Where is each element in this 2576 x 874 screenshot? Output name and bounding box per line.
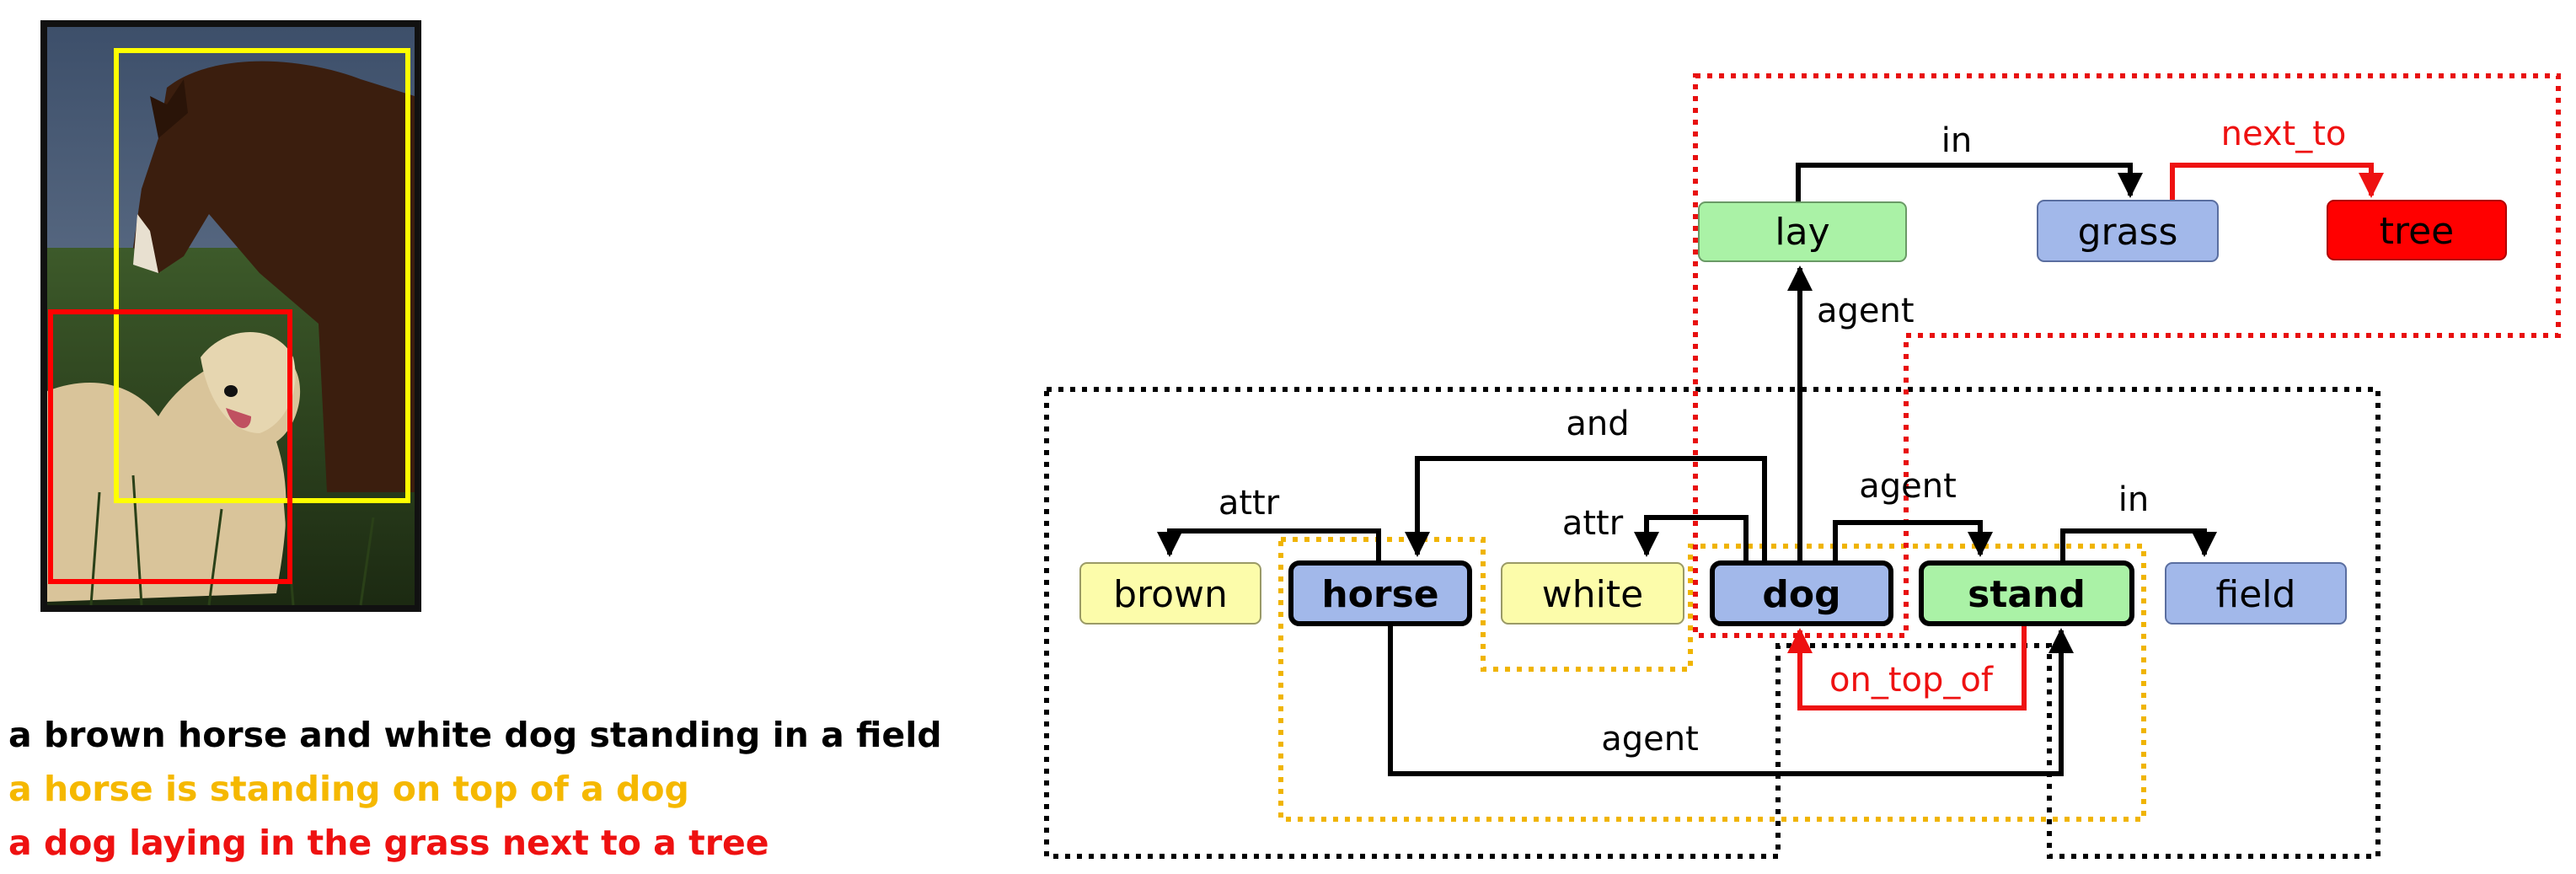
- edge-in-stand-field: [2060, 528, 2217, 566]
- edge-label-on-top-of: on_top_of: [1829, 661, 1994, 700]
- node-white-label: white: [1542, 573, 1643, 616]
- node-lay: lay: [1698, 201, 1907, 262]
- edge-label-agent-stand: agent: [1859, 467, 1957, 506]
- caption-list: a brown horse and white dog standing in …: [8, 708, 942, 870]
- edge-on-top-of-stand-dog: [1787, 624, 2027, 710]
- edge-label-next-to: next_to: [2221, 115, 2347, 153]
- horse-bounding-box: [114, 48, 410, 503]
- edge-label-attr-white: attr: [1562, 504, 1624, 543]
- dog-figure: [47, 332, 301, 602]
- horse-dog-photo: [40, 20, 421, 612]
- node-dog-label: dog: [1762, 573, 1840, 616]
- tall-grass: [89, 475, 375, 606]
- node-tree-label: tree: [2380, 210, 2455, 253]
- node-field: field: [2165, 562, 2347, 625]
- node-stand: stand: [1919, 560, 2134, 626]
- node-horse-label: horse: [1321, 573, 1438, 616]
- edge-agent-dog-stand: [1833, 520, 1993, 566]
- edge-in-lay-grass: [1796, 163, 2143, 202]
- node-tree: tree: [2327, 200, 2507, 260]
- caption-3-group-outline: [1693, 73, 2561, 638]
- edge-attr-dog-white: [1634, 515, 1749, 566]
- node-grass: grass: [2037, 200, 2219, 262]
- node-white: white: [1501, 562, 1684, 625]
- node-field-label: field: [2216, 573, 2296, 616]
- edge-label-and: and: [1566, 405, 1629, 443]
- caption-1: a brown horse and white dog standing in …: [8, 715, 942, 755]
- dog-bounding-box: [48, 309, 292, 584]
- edge-label-agent-bottom: agent: [1601, 720, 1699, 759]
- node-horse: horse: [1288, 560, 1472, 626]
- node-brown: brown: [1079, 562, 1261, 625]
- edge-label-in-top: in: [1941, 121, 1972, 160]
- node-grass-label: grass: [2078, 211, 2178, 254]
- horse-figure: [133, 61, 415, 493]
- caption-2-group-outline: [1278, 537, 2146, 822]
- edge-label-in-field: in: [2118, 480, 2149, 519]
- node-brown-label: brown: [1113, 573, 1228, 616]
- edge-agent-horse-stand: [1388, 624, 2074, 776]
- edge-label-attr-brown: attr: [1218, 484, 1280, 523]
- edge-next-to-grass-tree: [2170, 163, 2384, 202]
- edge-and-dog-horse: [1405, 456, 1767, 566]
- node-dog: dog: [1710, 560, 1893, 626]
- caption-3: a dog laying in the grass next to a tree: [8, 823, 769, 863]
- edge-attr-horse-brown: [1157, 528, 1381, 566]
- node-stand-label: stand: [1968, 573, 2086, 616]
- node-lay-label: lay: [1775, 211, 1829, 254]
- caption-2: a horse is standing on top of a dog: [8, 769, 689, 809]
- edge-label-agent-lay: agent: [1817, 292, 1915, 330]
